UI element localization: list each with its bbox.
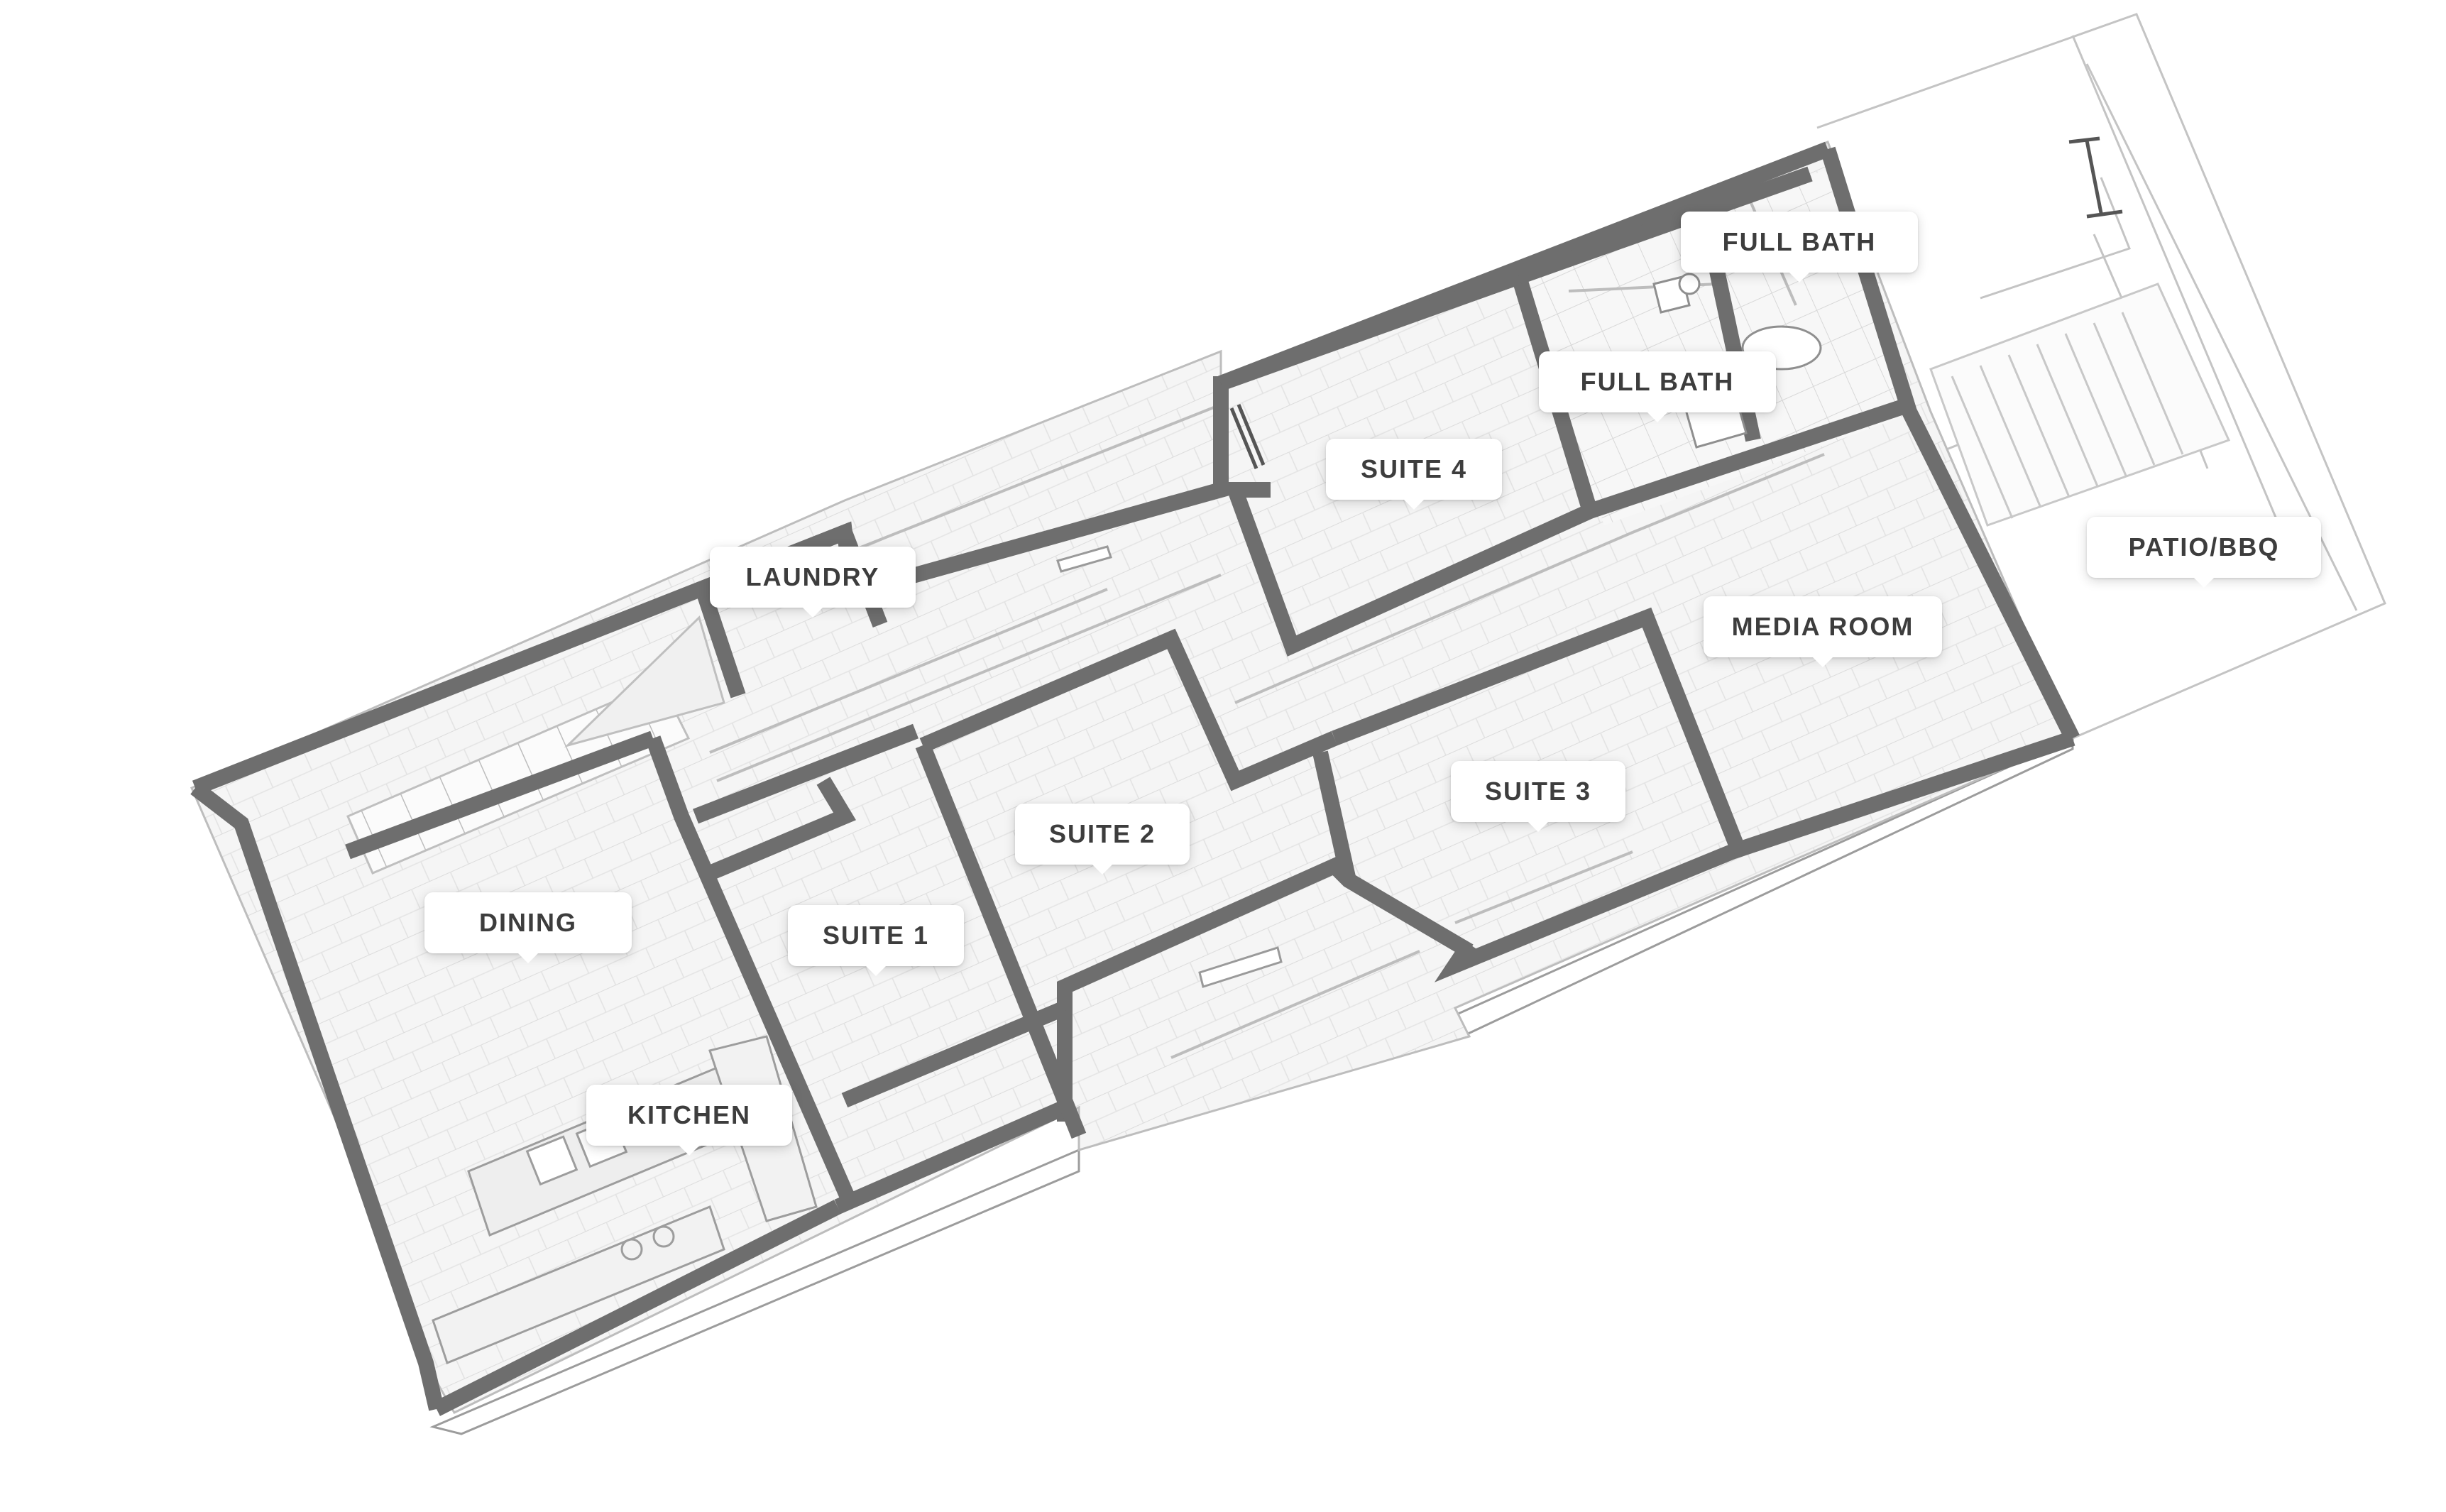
room-label-kitchen: KITCHEN	[586, 1085, 792, 1156]
room-label-dining: DINING	[424, 892, 632, 963]
room-label-full-bath: FULL BATH	[1539, 351, 1776, 422]
railing	[1229, 404, 1266, 469]
room-label-media-room: MEDIA ROOM	[1704, 596, 1942, 667]
walls	[190, 141, 2080, 1416]
interior-partitions	[709, 191, 1825, 1059]
room-label-laundry: LAUNDRY	[710, 547, 916, 618]
room-label-patio-bbq: PATIO/BBQ	[2087, 517, 2321, 588]
room-label-full-bath: FULL BATH	[1681, 212, 1918, 283]
windows	[1056, 545, 1283, 988]
room-label-suite-2: SUITE 2	[1015, 804, 1190, 875]
room-label-suite-1: SUITE 1	[788, 905, 964, 976]
room-label-suite-3: SUITE 3	[1451, 761, 1625, 832]
room-label-suite-4: SUITE 4	[1326, 439, 1502, 510]
bath-fixtures	[1652, 273, 1822, 449]
grill-icon	[2068, 136, 2123, 219]
patio-stairs	[1929, 283, 2231, 527]
